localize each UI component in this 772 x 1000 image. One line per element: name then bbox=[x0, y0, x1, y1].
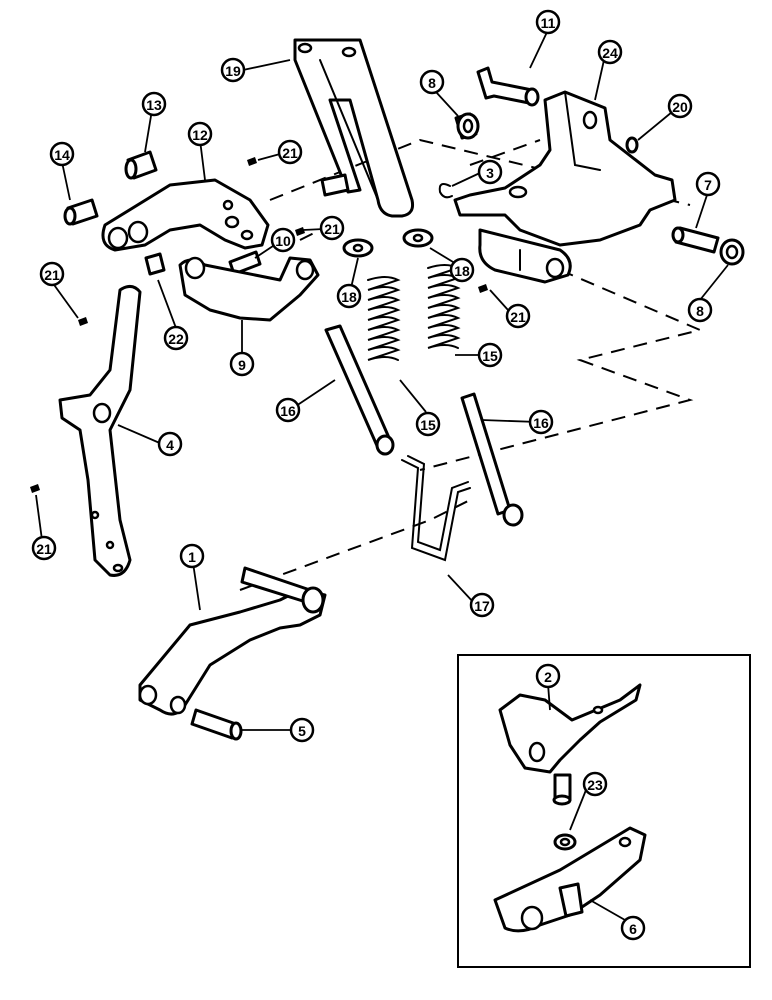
part-19-fork-post bbox=[293, 38, 414, 218]
callout-17: 17 bbox=[469, 592, 495, 618]
part-20-snap-ring bbox=[625, 136, 639, 154]
part-15-spring-left bbox=[367, 276, 401, 361]
callout-label: 16 bbox=[533, 415, 549, 431]
part-7-pin bbox=[671, 226, 720, 254]
callout-label: 1 bbox=[188, 549, 196, 565]
part-13-pin bbox=[124, 150, 158, 180]
callout-18: 18 bbox=[336, 283, 362, 309]
callout-label: 23 bbox=[587, 777, 603, 793]
callout-4: 4 bbox=[157, 431, 183, 457]
callout-8: 8 bbox=[687, 297, 713, 323]
callout-15: 15 bbox=[477, 342, 503, 368]
callout-label: 15 bbox=[420, 417, 436, 433]
callout-21: 21 bbox=[31, 535, 57, 561]
part-18-spring-seat-left bbox=[342, 238, 374, 258]
callout-balloons: 1234567889101112131415151616171818192021… bbox=[31, 9, 721, 941]
part-21-grease-fittings bbox=[30, 157, 488, 493]
callout-label: 2 bbox=[544, 669, 552, 685]
part-6-inset-lever bbox=[493, 826, 647, 933]
callout-19: 19 bbox=[220, 57, 246, 83]
part-12-upper-arm bbox=[101, 178, 270, 252]
part-23-inset-bushing bbox=[553, 833, 577, 851]
part-22-fitting bbox=[144, 252, 166, 276]
callout-1: 1 bbox=[179, 543, 205, 569]
callout-label: 21 bbox=[510, 309, 526, 325]
callout-10: 10 bbox=[270, 227, 296, 253]
part-4-long-arm bbox=[58, 285, 142, 577]
callout-2: 2 bbox=[535, 663, 561, 689]
callout-label: 12 bbox=[192, 127, 208, 143]
part-8-bushing-right bbox=[719, 238, 745, 266]
callout-3: 3 bbox=[477, 159, 503, 185]
part-8-bushing-top bbox=[454, 112, 480, 140]
callout-label: 22 bbox=[168, 331, 184, 347]
callout-label: 21 bbox=[324, 221, 340, 237]
callout-16: 16 bbox=[275, 397, 301, 423]
callout-label: 20 bbox=[672, 99, 688, 115]
callout-5: 5 bbox=[289, 717, 315, 743]
callout-label: 24 bbox=[602, 45, 618, 61]
callout-label: 8 bbox=[696, 303, 704, 319]
callout-22: 22 bbox=[163, 325, 189, 351]
callout-label: 16 bbox=[280, 403, 296, 419]
callout-label: 18 bbox=[341, 289, 357, 305]
callout-21: 21 bbox=[277, 139, 303, 165]
callout-label: 15 bbox=[482, 348, 498, 364]
callout-6: 6 bbox=[620, 915, 646, 941]
callout-label: 5 bbox=[298, 723, 306, 739]
part-9-lever-arm bbox=[178, 256, 320, 322]
callout-label: 4 bbox=[166, 437, 174, 453]
callout-11: 11 bbox=[535, 9, 561, 35]
callout-21: 21 bbox=[39, 261, 65, 287]
callout-7: 7 bbox=[695, 171, 721, 197]
callout-label: 18 bbox=[454, 263, 470, 279]
part-2-inset-bracket bbox=[498, 683, 642, 806]
callout-9: 9 bbox=[229, 351, 255, 377]
callout-18: 18 bbox=[449, 257, 475, 283]
callout-label: 14 bbox=[54, 147, 70, 163]
part-16-rod-right bbox=[460, 392, 524, 527]
callout-label: 3 bbox=[486, 165, 494, 181]
callout-8: 8 bbox=[419, 69, 445, 95]
part-18-spring-seat-right bbox=[402, 228, 434, 248]
callout-label: 21 bbox=[44, 267, 60, 283]
callout-13: 13 bbox=[141, 91, 167, 117]
callout-24: 24 bbox=[597, 39, 623, 65]
callout-label: 21 bbox=[282, 145, 298, 161]
callout-label: 6 bbox=[629, 921, 637, 937]
callout-label: 10 bbox=[275, 233, 291, 249]
callout-23: 23 bbox=[582, 771, 608, 797]
callout-21: 21 bbox=[505, 303, 531, 329]
callout-label: 19 bbox=[225, 63, 241, 79]
callout-label: 21 bbox=[36, 541, 52, 557]
part-14-pin bbox=[63, 198, 99, 226]
part-16-rod-left bbox=[324, 324, 395, 456]
callout-14: 14 bbox=[49, 141, 75, 167]
callout-label: 11 bbox=[541, 15, 556, 31]
callout-label: 7 bbox=[704, 177, 712, 193]
part-3-retaining-ring bbox=[438, 183, 453, 199]
callout-21: 21 bbox=[319, 215, 345, 241]
part-11-pin bbox=[476, 66, 540, 107]
inset-detail-box bbox=[457, 654, 751, 968]
part-5-pin bbox=[190, 708, 243, 741]
part-24-bracket bbox=[453, 90, 677, 284]
part-17-bent-rod bbox=[401, 455, 471, 562]
callout-label: 13 bbox=[146, 97, 162, 113]
callout-label: 17 bbox=[474, 598, 490, 614]
part-1-lower-lever bbox=[138, 566, 327, 716]
callout-16: 16 bbox=[528, 409, 554, 435]
callout-label: 8 bbox=[428, 75, 436, 91]
callout-20: 20 bbox=[667, 93, 693, 119]
callout-15: 15 bbox=[415, 411, 441, 437]
callout-label: 9 bbox=[238, 357, 246, 373]
callout-12: 12 bbox=[187, 121, 213, 147]
